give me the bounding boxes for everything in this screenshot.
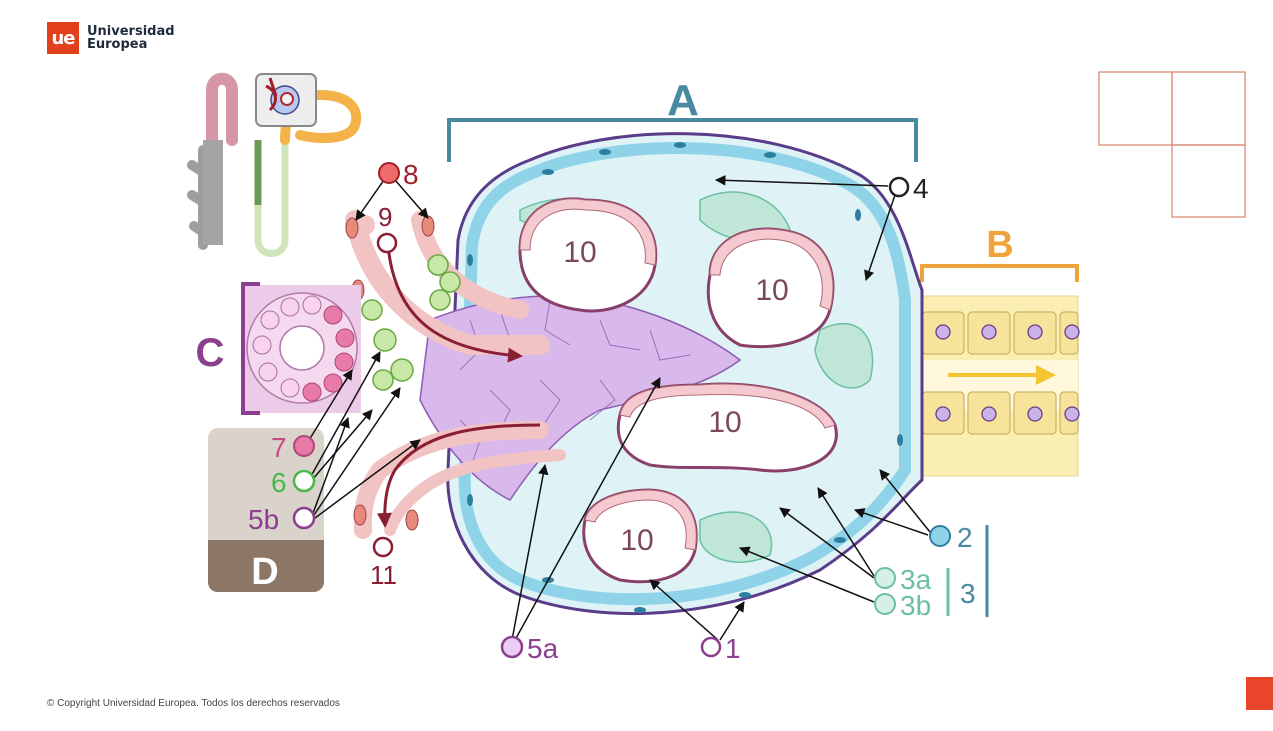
- callout-2-marker: [929, 525, 951, 547]
- callout-5b-label: 5b: [248, 504, 279, 535]
- leader-lines: [305, 175, 931, 641]
- callout-3b-label: 3b: [900, 590, 931, 621]
- logo-line-1: Universidad: [87, 24, 175, 39]
- logo-line-2: Europea: [87, 37, 148, 52]
- region-c-label: C: [196, 331, 225, 375]
- callout-8-marker: [378, 162, 400, 184]
- callout-6-label: 6: [271, 467, 287, 498]
- callout-5a-label: 5a: [527, 633, 559, 664]
- capillary-label: 10: [620, 524, 653, 557]
- extraglomerular-cells: [361, 254, 461, 391]
- copyright-notice: © Copyright Universidad Europea. Todos l…: [47, 698, 340, 709]
- callout-4-label: 4: [913, 173, 929, 204]
- callout-3a-label: 3a: [900, 564, 932, 595]
- callout-1-marker: [700, 636, 722, 658]
- callout-8-label: 8: [403, 159, 419, 190]
- callout-3-label: 3: [960, 578, 976, 609]
- capillary-label: 10: [708, 406, 741, 439]
- logo-text: Universidad Europea: [87, 25, 175, 51]
- region-b-label: B: [986, 224, 1013, 266]
- callout-2-label: 2: [957, 522, 973, 553]
- callout-3b-marker: [874, 593, 896, 615]
- callout-9-label: 9: [378, 202, 392, 232]
- proximal-tubule: [919, 295, 1080, 477]
- callout-11-label: 11: [370, 560, 397, 590]
- callout-5a-marker: [500, 635, 524, 659]
- callout-4-marker: [888, 176, 910, 198]
- callout-11-marker: [372, 536, 394, 558]
- logo-mark: ue: [47, 22, 79, 54]
- callout-5b-marker: [292, 506, 316, 530]
- capillary-label: 10: [755, 274, 788, 307]
- decorative-grid: [1098, 71, 1246, 218]
- callouts: 1 2 3a 3b 3 4 5a 5b 6 7 8 9 11: [248, 159, 989, 664]
- callout-1-label: 1: [725, 633, 741, 664]
- capillary-label: 10: [563, 236, 596, 269]
- region-a-bracket: A: [447, 76, 918, 162]
- region-d-box: D: [208, 428, 324, 593]
- callout-6-marker: [292, 469, 316, 493]
- region-d-label: D: [251, 551, 278, 593]
- region-b-bracket: B: [920, 224, 1079, 282]
- university-logo: ue Universidad Europea: [47, 22, 175, 54]
- glomerular-capillaries: 10 10 10 10: [518, 197, 838, 584]
- callout-9-marker: [376, 232, 398, 254]
- callout-7-label: 7: [271, 432, 287, 463]
- nephron-thumbnail: [187, 72, 362, 257]
- region-a-label: A: [667, 76, 699, 125]
- callout-7-marker: [293, 435, 315, 457]
- macula-densa: C: [196, 282, 361, 415]
- corner-accent: [1246, 677, 1273, 710]
- callout-3a-marker: [874, 567, 896, 589]
- podocyte-layer: [519, 191, 874, 563]
